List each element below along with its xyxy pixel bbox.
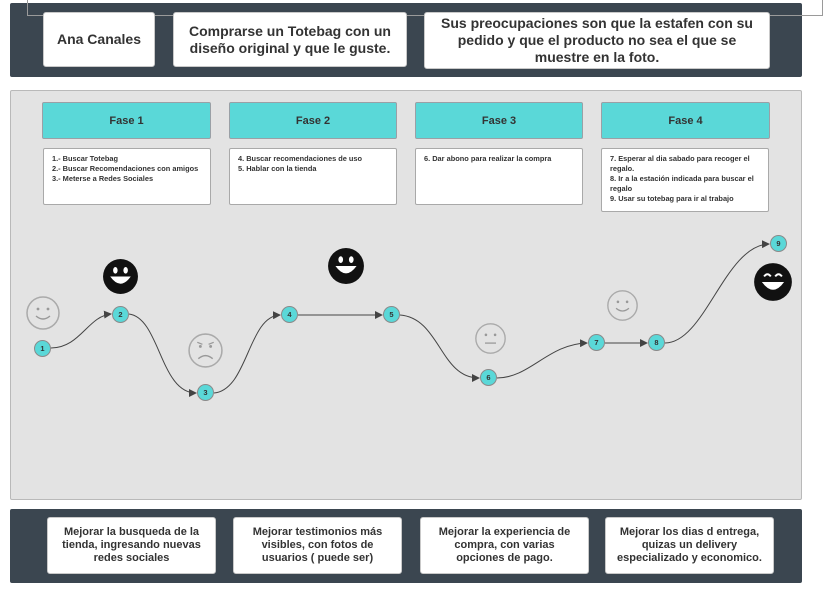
persona-goal-card: Comprarse un Totebag con un diseño origi…	[173, 12, 407, 67]
smiley-outline-icon	[607, 290, 638, 321]
journey-node-7: 7	[588, 334, 605, 351]
task-item: 2.- Buscar Recomendaciones con amigos	[52, 163, 199, 173]
journey-node-3: 3	[197, 384, 214, 401]
journey-node-2: 2	[112, 306, 129, 323]
journey-node-9: 9	[770, 235, 787, 252]
journey-edge-2-3	[128, 313, 197, 397]
task-item: 8. Ir a la estación indicada para buscar…	[610, 173, 754, 193]
journey-node-8: 8	[648, 334, 665, 351]
phase-2-header: Fase 2	[229, 102, 397, 139]
grin-filled-icon	[103, 259, 138, 294]
smiley-outline-icon	[26, 296, 60, 330]
journey-node-5: 5	[383, 306, 400, 323]
phase-4-header: Fase 4	[601, 102, 770, 139]
journey-edge-3-4	[213, 311, 281, 394]
sad-face-icon	[188, 333, 223, 368]
task-item: 3.- Meterse a Redes Sociales	[52, 173, 154, 183]
phase-3-header: Fase 3	[415, 102, 583, 139]
improvement-card-3: Mejorar la experiencia de compra, con va…	[420, 517, 589, 574]
phase-1-header: Fase 1	[42, 102, 211, 139]
improvement-card-2: Mejorar testimonios más visibles, con fo…	[233, 517, 402, 574]
task-item: 4. Buscar recomendaciones de uso	[238, 154, 363, 163]
improvement-card-1: Mejorar la busqueda de la tienda, ingres…	[47, 517, 216, 574]
phase-1-tasks: 1.- Buscar Totebag 2.- Buscar Recomendac…	[43, 148, 211, 205]
journey-node-4: 4	[281, 306, 298, 323]
persona-name-card: Ana Canales	[43, 12, 155, 67]
neutral-face-icon	[475, 323, 506, 354]
grin-filled-icon	[328, 248, 364, 284]
task-item: 6. Dar abono para realizar la compra	[424, 154, 552, 163]
journey-edge-5-6	[399, 314, 480, 382]
journey-edge-1-2	[50, 310, 112, 349]
task-item: 1.- Buscar Totebag	[52, 154, 118, 163]
journey-node-6: 6	[480, 369, 497, 386]
task-item: 5. Hablar con la tienda	[238, 163, 317, 173]
persona-concerns-card: Sus preocupaciones son que la estafen co…	[424, 12, 770, 69]
journey-edge-8-9	[664, 240, 770, 344]
phase-3-tasks: 6. Dar abono para realizar la compra	[415, 148, 583, 205]
task-item: 7. Esperar al dia sabado para recoger el…	[610, 154, 750, 173]
phase-4-tasks: 7. Esperar al dia sabado para recoger el…	[601, 148, 769, 212]
journey-node-1: 1	[34, 340, 51, 357]
task-item: 9. Usar su totebag para ir al trabajo	[610, 193, 734, 203]
phase-2-tasks: 4. Buscar recomendaciones de uso 5. Habl…	[229, 148, 397, 205]
improvement-card-4: Mejorar los dias d entrega, quizas un de…	[605, 517, 774, 574]
laughing-filled-icon	[754, 263, 792, 301]
journey-edge-6-7	[496, 339, 588, 379]
